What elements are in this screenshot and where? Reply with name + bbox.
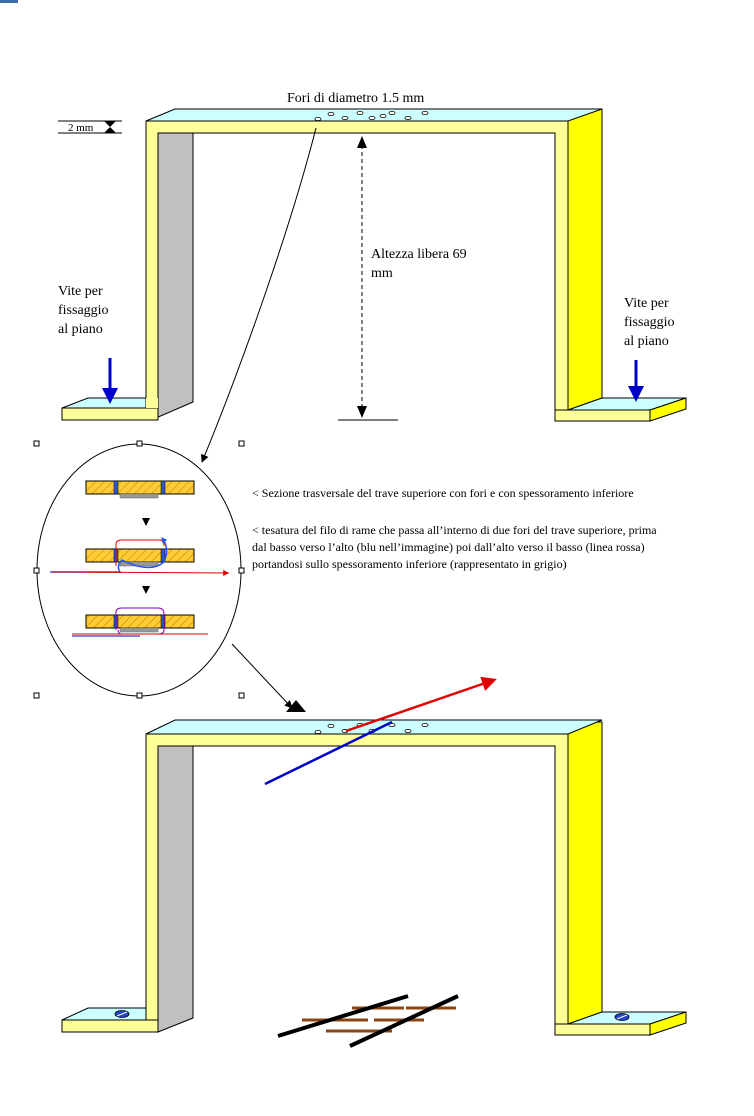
bridge-bottom xyxy=(61,719,687,1036)
section-caption: < Sezione trasversale del trave superior… xyxy=(252,486,634,500)
screw-label-right: Vite per fissaggio al piano xyxy=(624,296,675,349)
bridge-top-right-foot-side xyxy=(649,397,687,422)
bridge-bottom-right-foot-front xyxy=(554,1023,651,1036)
thickness-label: 2 mm xyxy=(68,122,94,134)
screw-arrow-left xyxy=(102,358,118,404)
wire-red xyxy=(345,676,497,733)
detail-ellipse-group xyxy=(33,440,245,699)
holes-label: Fori di diametro 1.5 mm xyxy=(287,91,425,106)
bridge-top-front xyxy=(145,120,569,419)
tesatura-caption: < tesatura del filo di rame che passa al… xyxy=(252,523,657,571)
bridge-bottom-left-foot-front xyxy=(61,1019,159,1033)
thickness-dimension xyxy=(58,120,122,134)
pointer-triangle xyxy=(286,700,306,712)
bridge-top-left-foot-top xyxy=(61,397,147,409)
section-3 xyxy=(72,607,208,637)
screw-head-right-icon xyxy=(614,1013,630,1021)
step-arrow-1 xyxy=(142,518,150,526)
bridge-top-left-foot-front xyxy=(61,407,159,421)
selection-handles xyxy=(33,440,245,699)
screw-head-left-icon xyxy=(114,1010,130,1018)
step-arrow-2 xyxy=(142,586,150,594)
section-2 xyxy=(50,537,230,576)
screw-label-left: Vite per fissaggio al piano xyxy=(58,284,109,337)
bridge-bottom-front xyxy=(145,733,569,1033)
bridge-top-right-foot-front xyxy=(554,409,651,422)
section-1 xyxy=(85,480,195,499)
leader-curve xyxy=(201,127,317,463)
screw-arrow-right xyxy=(628,360,644,402)
holes-top xyxy=(314,111,429,122)
height-label: Altezza libera 69 mm xyxy=(371,247,467,281)
leader-diagonal xyxy=(231,643,293,709)
bridge-bottom-shadow xyxy=(157,744,194,1033)
bridge-top-left-foot-link xyxy=(146,398,158,408)
height-dimension xyxy=(338,136,398,421)
corner-mark xyxy=(0,0,18,3)
bridge-top xyxy=(61,108,687,422)
bridge-bottom-left-foot-top xyxy=(61,1007,147,1021)
railway-track xyxy=(277,994,459,1048)
bridge-bottom-right-foot-side xyxy=(649,1011,687,1036)
bridge-top-shadow xyxy=(155,132,194,419)
wire-blue xyxy=(264,720,393,786)
